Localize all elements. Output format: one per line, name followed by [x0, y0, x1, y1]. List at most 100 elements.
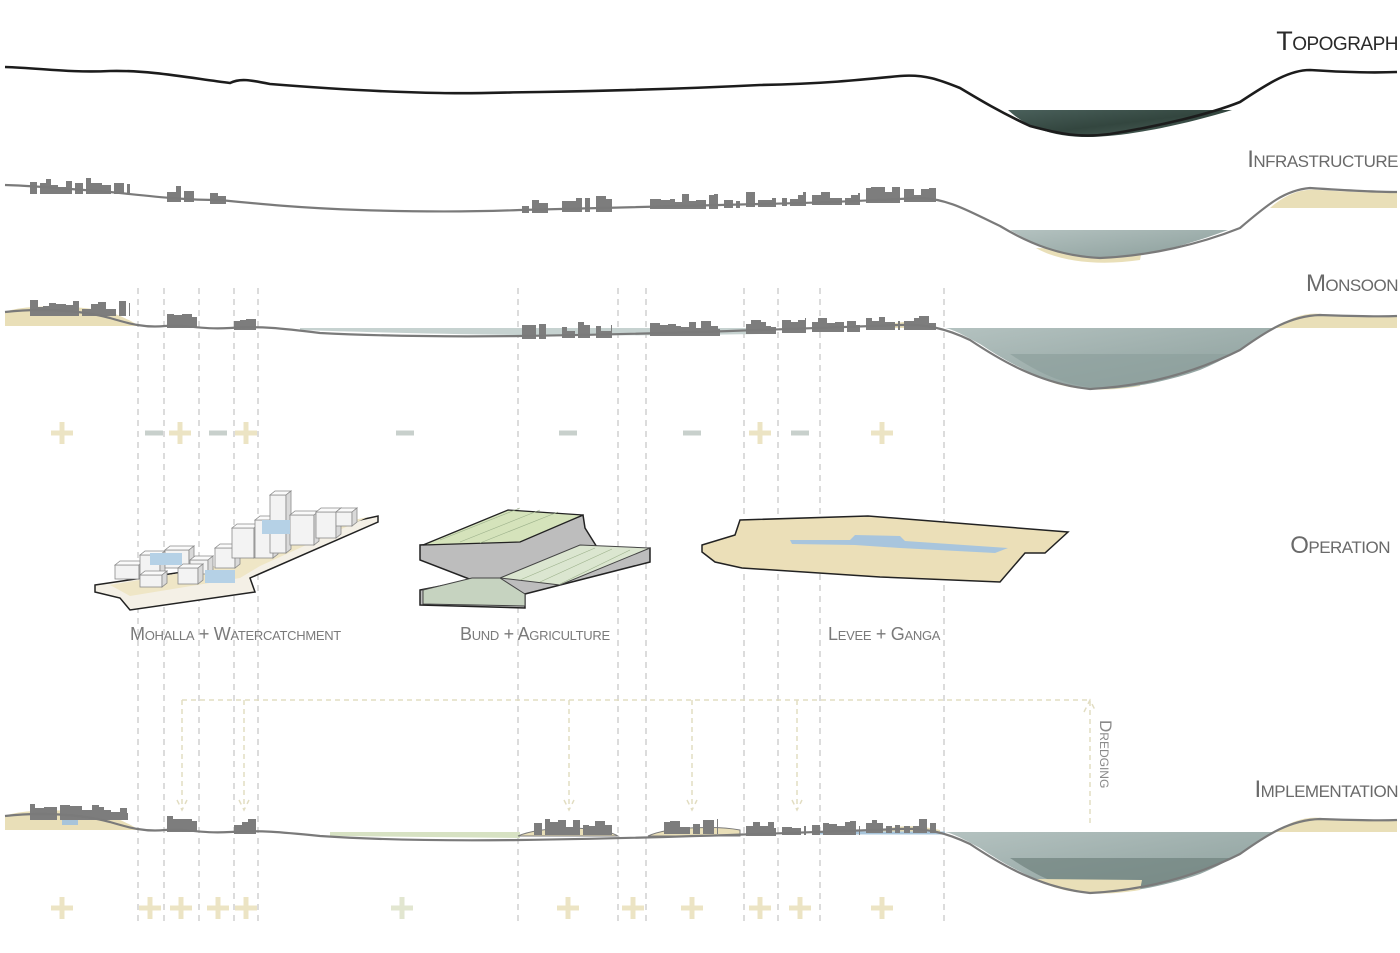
building [182, 314, 192, 328]
dredging-arrowhead [791, 799, 803, 812]
mohalla-module [94, 490, 379, 611]
dredging-arrows [176, 698, 1097, 826]
building [96, 183, 102, 194]
bund-trench [422, 577, 526, 607]
building [919, 819, 927, 833]
implementation-title: Implementation [1254, 776, 1398, 803]
building [86, 178, 91, 194]
building [127, 813, 128, 820]
minus-sign [396, 430, 414, 436]
building [242, 822, 248, 834]
building [611, 325, 612, 338]
building [919, 316, 929, 330]
building [929, 188, 936, 202]
building [709, 195, 714, 209]
building [845, 822, 850, 835]
building [532, 200, 539, 213]
implementation-section [4, 804, 1398, 895]
dredging-arrowhead [1083, 698, 1097, 713]
building [701, 321, 711, 336]
dredging-label: Dredging [1096, 720, 1115, 789]
building [129, 303, 130, 316]
building [562, 327, 567, 338]
building [718, 329, 720, 336]
levee-channel [790, 535, 1008, 553]
building [858, 193, 860, 205]
building [539, 203, 548, 213]
plus-sign [243, 897, 249, 919]
dredging-arrowhead [238, 799, 250, 812]
building [585, 198, 590, 212]
dredging-route [182, 699, 1091, 826]
building [664, 822, 670, 834]
building [655, 199, 661, 209]
mohalla-water-3 [262, 520, 290, 534]
building [40, 183, 46, 194]
building [522, 325, 531, 339]
building [782, 827, 792, 835]
building [753, 822, 760, 836]
monsoon-title: Monsoon [1305, 270, 1399, 297]
building [569, 201, 576, 212]
building [606, 199, 612, 212]
infrastructure-river [1010, 230, 1228, 259]
building [58, 187, 66, 194]
building [772, 198, 776, 207]
building [576, 198, 582, 212]
minus-sign [683, 430, 701, 436]
building [176, 186, 181, 202]
mohalla-blocks [113, 490, 359, 588]
building [73, 301, 79, 316]
building [746, 192, 755, 207]
plus-sign [879, 897, 885, 919]
building [821, 192, 830, 205]
building [240, 320, 246, 330]
building [856, 325, 860, 332]
building [693, 824, 700, 834]
building [234, 825, 242, 834]
plus-sign [565, 897, 571, 919]
building [689, 322, 696, 336]
building [99, 807, 104, 820]
minus-sign [791, 430, 809, 436]
building [91, 183, 96, 194]
building [866, 188, 871, 203]
mohalla-building-block [138, 570, 169, 588]
building [818, 318, 827, 332]
plus-sign [147, 897, 153, 919]
building [578, 322, 584, 338]
building [782, 198, 787, 206]
building [761, 322, 766, 334]
building [30, 300, 38, 316]
bund-caption: Bund + Agriculture [460, 624, 610, 644]
mohalla-building-block [176, 563, 205, 585]
building [596, 326, 601, 338]
building [661, 200, 670, 209]
building [660, 325, 668, 336]
building [670, 199, 675, 209]
plus-sign [757, 422, 763, 444]
monsoon-river-deep [1010, 354, 1230, 389]
plus-sign [757, 897, 763, 919]
building [708, 820, 714, 834]
building [98, 302, 106, 316]
operation-title: Operation [1290, 532, 1390, 559]
building [183, 819, 192, 832]
building [760, 826, 768, 836]
guide-lines [137, 288, 945, 925]
building [668, 324, 676, 336]
building [879, 317, 885, 330]
building [584, 325, 590, 338]
bund-lower-field [498, 544, 651, 586]
building [111, 812, 120, 820]
monsoon-section [4, 300, 1398, 391]
building [605, 825, 612, 835]
building [566, 827, 573, 835]
building [930, 823, 936, 833]
building [589, 826, 595, 835]
levee-caption: Levee + Ganga [828, 624, 941, 644]
topography-section [4, 65, 1398, 138]
topography-title: Topograph [1276, 26, 1398, 56]
